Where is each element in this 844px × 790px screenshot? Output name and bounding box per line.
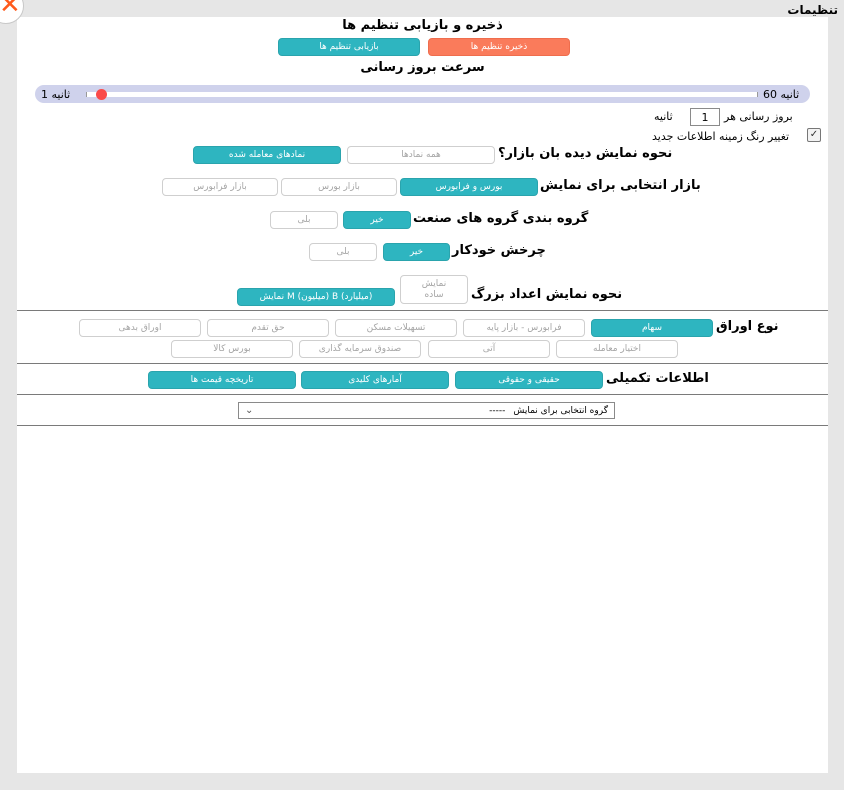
- market-bourse-button[interactable]: بازار بورس: [281, 178, 397, 196]
- save-settings-button[interactable]: ذخیره تنظیم ها: [428, 38, 570, 56]
- refresh-suffix: ثانیه: [654, 110, 673, 123]
- large-numbers-label: نحوه نمایش اعداد بزرگ: [471, 287, 623, 302]
- group-select[interactable]: ⌄ گروه انتخابی برای نمایش -----: [238, 402, 615, 419]
- refresh-interval-input[interactable]: 1: [690, 108, 720, 126]
- close-icon: ✕: [0, 0, 21, 20]
- industry-group-label: گروه بندی گروه های صنعت: [413, 211, 589, 226]
- group-select-value: -----: [489, 405, 506, 416]
- securities-base-market-button[interactable]: فرابورس - بازار پایه: [463, 319, 585, 337]
- traded-symbols-button[interactable]: نمادهای معامله شده: [193, 146, 341, 164]
- slider-max-label: ثانیه 60: [763, 88, 800, 101]
- settings-panel: [17, 17, 828, 773]
- market-farabourse-button[interactable]: بازار فرابورس: [162, 178, 278, 196]
- chevron-down-icon: ⌄: [245, 405, 254, 416]
- auto-rotate-yes-button[interactable]: بلی: [309, 243, 377, 261]
- securities-bonds-button[interactable]: اوراق بدهی: [79, 319, 201, 337]
- industry-group-no-button[interactable]: خیر: [343, 211, 411, 229]
- divider: [17, 310, 828, 311]
- auto-rotate-label: چرخش خودکار: [452, 243, 546, 258]
- highlight-checkbox[interactable]: ✓: [807, 128, 821, 142]
- highlight-checkbox-label: تغییر رنگ زمینه اطلاعات جدید: [652, 130, 790, 143]
- divider: [17, 394, 828, 395]
- slider-thumb[interactable]: [96, 89, 107, 100]
- auto-rotate-no-button[interactable]: خیر: [383, 243, 450, 261]
- securities-options-button[interactable]: اختیار معامله: [556, 340, 678, 358]
- securities-type-label: نوع اوراق: [716, 319, 779, 334]
- industry-group-yes-button[interactable]: بلی: [270, 211, 338, 229]
- securities-rights-button[interactable]: حق تقدم: [207, 319, 329, 337]
- mb-display-button[interactable]: نمایش M (میلیون) B (میلیارد): [237, 288, 395, 306]
- slider-track[interactable]: [86, 92, 758, 97]
- simple-display-line2: ساده: [424, 289, 444, 300]
- market-both-button[interactable]: بورس و فرابورس: [400, 178, 538, 196]
- securities-futures-button[interactable]: آتی: [428, 340, 550, 358]
- divider: [17, 425, 828, 426]
- securities-housing-button[interactable]: تسهیلات مسکن: [335, 319, 457, 337]
- simple-display-line1: نمایش: [421, 278, 447, 289]
- securities-stocks-button[interactable]: سهام: [591, 319, 713, 337]
- market-label: بازار انتخابی برای نمایش: [540, 178, 701, 193]
- securities-commodity-button[interactable]: بورس کالا: [171, 340, 293, 358]
- save-restore-title: ذخیره و بازیابی تنظیم ها: [342, 18, 503, 33]
- all-symbols-button[interactable]: همه نمادها: [347, 146, 495, 164]
- refresh-speed-title: سرعت بروز رسانی: [360, 60, 485, 75]
- securities-funds-button[interactable]: صندوق سرمایه گذاری: [299, 340, 421, 358]
- simple-display-button[interactable]: نمایش ساده: [400, 275, 468, 304]
- extra-info-history-button[interactable]: تاریخچه قیمت ها: [148, 371, 296, 389]
- restore-settings-button[interactable]: بازیابی تنظیم ها: [278, 38, 420, 56]
- divider: [17, 363, 828, 364]
- group-select-label: گروه انتخابی برای نمایش: [513, 405, 608, 416]
- extra-info-label: اطلاعات تکمیلی: [606, 371, 709, 386]
- watch-view-label: نحوه نمایش دیده بان بازار؟: [498, 146, 673, 161]
- window-title: تنظیمات: [787, 3, 838, 17]
- extra-info-stats-button[interactable]: آمارهای کلیدی: [301, 371, 449, 389]
- extra-info-legal-button[interactable]: حقیقی و حقوقی: [455, 371, 603, 389]
- slider-min-label: 1 ثانیه: [41, 88, 71, 101]
- refresh-prefix: بروز رسانی هر: [724, 110, 793, 123]
